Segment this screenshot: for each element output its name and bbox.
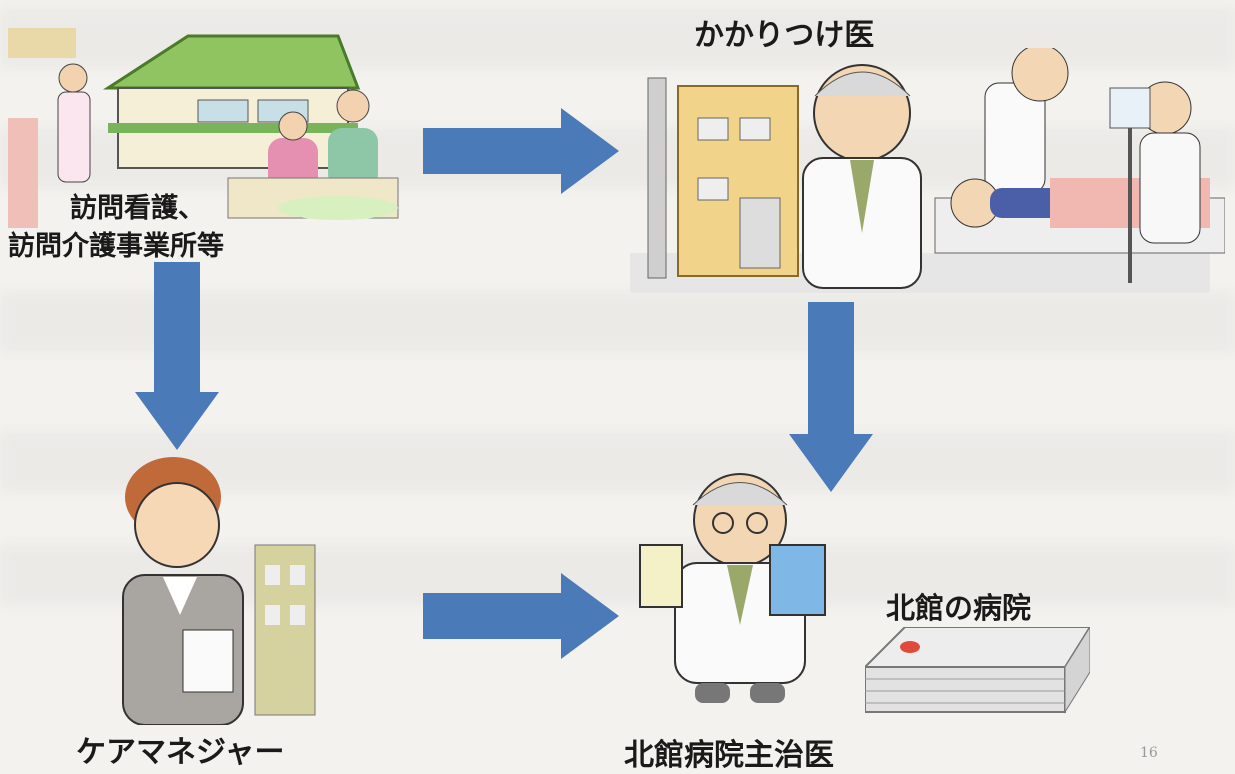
background-ghost-band (0, 292, 1235, 352)
hospital-doctor-icon (639, 473, 826, 703)
arrow-manager-to-hospital-doctor (423, 573, 619, 659)
care-manager-icon (122, 457, 316, 725)
hospital-label: 北館の病院 (886, 591, 1032, 625)
visiting-care-label-line1: 訪問看護、 (70, 193, 205, 224)
hospital-node: 北館の病院 (860, 585, 1100, 725)
visiting-care-node: 訪問看護、 訪問介護事業所等 (8, 28, 418, 268)
family-doctor-label: かかりつけ医 (694, 18, 875, 53)
page-number: 16 (1140, 745, 1158, 761)
visiting-care-label-line2: 訪問介護事業所等 (8, 231, 224, 262)
arrow-care-to-family-doctor (423, 108, 619, 194)
clinic-doctor-icon (630, 48, 1225, 293)
family-doctor-node: かかりつけ医 (630, 8, 1225, 298)
hospital-building-icon (865, 627, 1090, 714)
care-manager-node: ケアマネジャー (70, 455, 350, 770)
arrow-family-doctor-to-hospital-doctor (789, 302, 873, 492)
care-manager-label: ケアマネジャー (76, 735, 285, 770)
arrow-care-to-manager (135, 262, 219, 450)
hospital-doctor-node: 北館病院主治医 (600, 465, 870, 773)
hospital-doctor-label: 北館病院主治医 (624, 738, 834, 773)
care-home-icon (8, 28, 399, 228)
